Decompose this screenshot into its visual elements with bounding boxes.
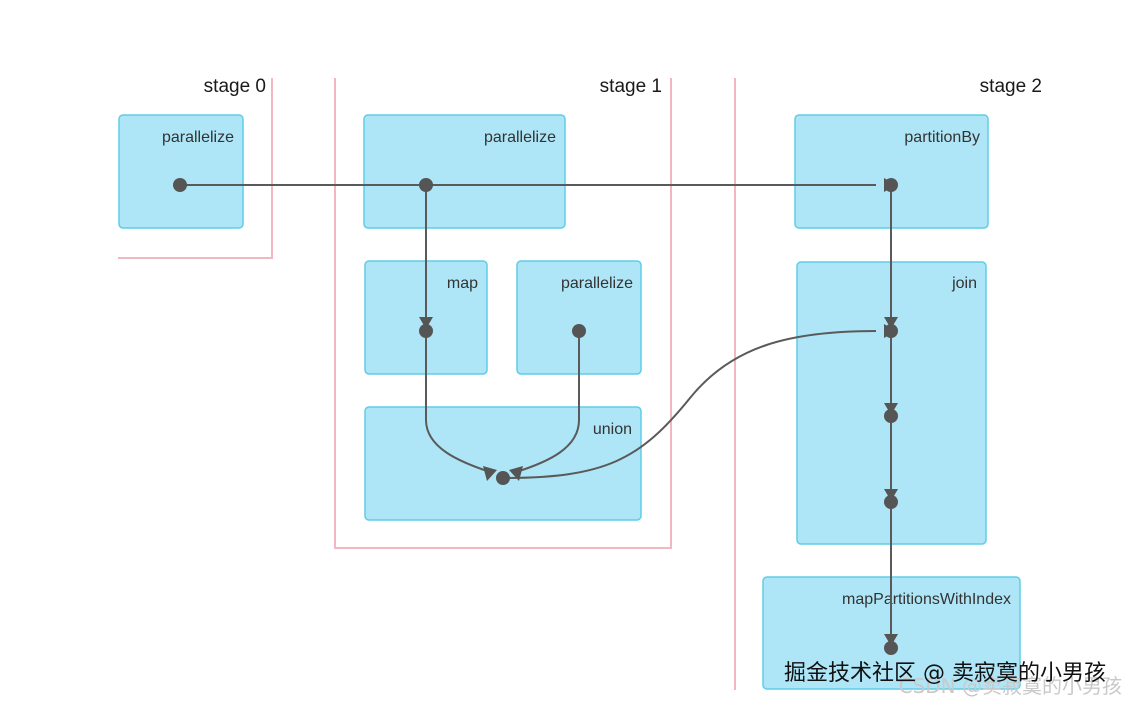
partitionBy-label: partitionBy <box>904 129 980 146</box>
join-label: join <box>951 275 977 292</box>
arrowhead-union-left <box>483 466 497 481</box>
node-join-2 <box>884 409 898 423</box>
node-join-1 <box>884 324 898 338</box>
stage-1-title: stage 1 <box>600 76 662 97</box>
stage-1-boundary <box>334 78 672 549</box>
watermark-juejin: 掘金技术社区 @ 卖寂寞的小男孩 <box>784 661 1106 686</box>
node-union <box>496 471 510 485</box>
stage-1-parallelize-2-label: parallelize <box>561 275 633 292</box>
node-stage1-parallelize <box>419 178 433 192</box>
node-stage1-parallelize-2 <box>572 324 586 338</box>
watermark-csdn: CSDN @卖寂寞的小男孩 <box>899 674 1122 698</box>
stage-0-title: stage 0 <box>204 76 266 97</box>
edge-map-to-union <box>425 331 491 473</box>
node-join-3 <box>884 495 898 509</box>
arrowhead-union-right <box>509 466 523 481</box>
node-stage0-parallelize <box>173 178 187 192</box>
edge-union-to-join <box>502 330 877 479</box>
node-mapPartitionsWithIndex <box>884 641 898 655</box>
stage-0-boundary <box>118 78 273 259</box>
stage-0-parallelize-label: parallelize <box>162 129 234 146</box>
node-partitionBy <box>884 178 898 192</box>
map-label: map <box>447 275 478 292</box>
edge-parallelize-to-union <box>515 331 580 473</box>
node-map <box>419 324 433 338</box>
stage-2-title: stage 2 <box>980 76 1042 97</box>
stage-0-parallelize-box <box>118 114 244 229</box>
union-box <box>364 406 642 521</box>
mapPartitionsWithIndex-label: mapPartitionsWithIndex <box>842 591 1011 608</box>
union-label: union <box>593 421 632 438</box>
arrowhead-join-from-partitionBy <box>884 317 898 329</box>
stage-1-parallelize-box <box>363 114 566 229</box>
arrowhead-mapPartitions <box>884 634 898 646</box>
stage-1-parallelize-label: parallelize <box>484 129 556 146</box>
arrowhead-map <box>419 317 433 329</box>
